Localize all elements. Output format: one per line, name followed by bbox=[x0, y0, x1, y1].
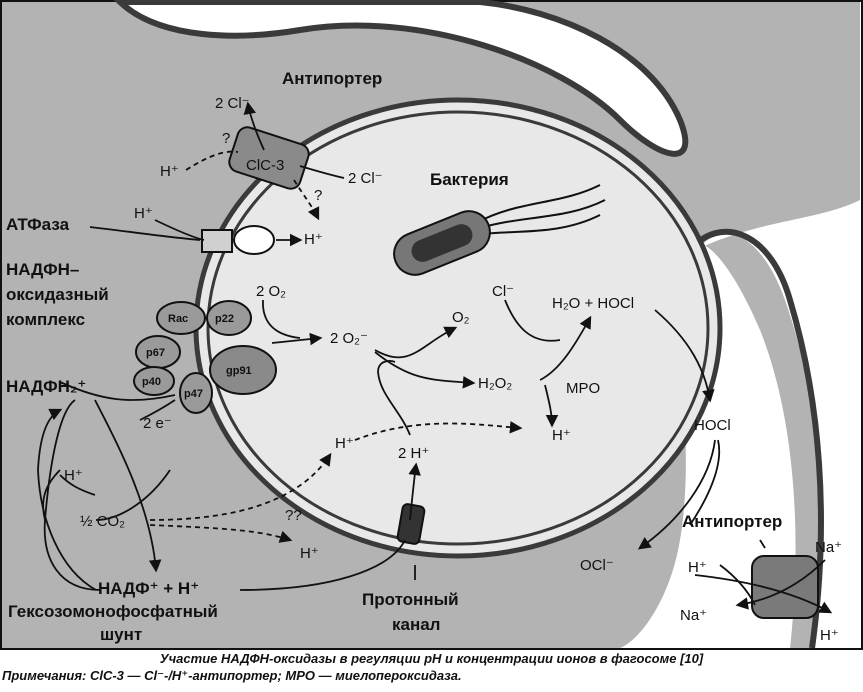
label-nadph-ox-2: оксидазный bbox=[6, 285, 109, 304]
label-nadp: НАДФ⁺ + H⁺ bbox=[98, 579, 199, 598]
label-nadph2: НАДФН₂⁺ bbox=[6, 377, 86, 396]
label-proton-channel-2: канал bbox=[392, 615, 441, 634]
label-hexose-1: Гексозомонофосфатный bbox=[8, 602, 218, 621]
phagosome-lumen bbox=[196, 100, 720, 556]
label-na-in: Na⁺ bbox=[815, 539, 842, 556]
label-h-out: H⁺ bbox=[820, 627, 839, 644]
label-nadph-ox-1: НАДФН– bbox=[6, 260, 79, 279]
label-p67: p67 bbox=[146, 347, 165, 359]
label-h-left: H⁺ bbox=[160, 163, 179, 180]
label-p40: p40 bbox=[142, 376, 161, 388]
figure-caption: Участие НАДФН-оксидазы в регуляции рН и … bbox=[159, 651, 704, 666]
label-antiporter-top: Антипортер bbox=[282, 69, 382, 88]
label-o2: O₂ bbox=[452, 309, 470, 326]
label-hexose-2: шунт bbox=[100, 625, 142, 644]
atpase-stalk bbox=[201, 229, 233, 253]
label-h-ocl: H⁺ bbox=[688, 559, 707, 576]
label-h2o2: H₂O₂ bbox=[478, 375, 512, 392]
label-co2: ½ CO₂ bbox=[80, 513, 125, 530]
label-h-cyto: H⁺ bbox=[64, 467, 83, 484]
label-atpase: АТФаза bbox=[6, 215, 70, 234]
label-h2o-hocl: H₂O + HOCl bbox=[552, 295, 634, 312]
label-gp91: gp91 bbox=[226, 365, 252, 377]
label-superoxide: 2 O₂⁻ bbox=[330, 330, 368, 347]
bacterium bbox=[393, 184, 606, 276]
label-h-channel-in: H⁺ bbox=[335, 435, 354, 452]
label-qq: ?? bbox=[285, 507, 302, 524]
label-na-out: Na⁺ bbox=[680, 607, 707, 624]
label-h-mpo: H⁺ bbox=[552, 427, 571, 444]
label-hocl: HOCl bbox=[694, 417, 731, 434]
label-question-1: ? bbox=[222, 130, 230, 147]
extracellular-top bbox=[113, 0, 689, 157]
label-mpo: MPO bbox=[566, 380, 600, 397]
label-2cl-right: 2 Cl⁻ bbox=[348, 170, 383, 187]
label-ocl: OCl⁻ bbox=[580, 557, 614, 574]
label-question-2: ? bbox=[314, 187, 322, 204]
label-antiporter-br: Антипортер bbox=[682, 512, 782, 531]
label-h-atp-out: H⁺ bbox=[304, 231, 323, 248]
label-clc3: ClC-3 bbox=[246, 157, 284, 174]
phagosome-diagram: Антипортер 2 Cl⁻ ? H⁺ ClC-3 2 Cl⁻ ? Бакт… bbox=[0, 0, 863, 650]
label-proton-channel-1: Протонный bbox=[362, 590, 459, 609]
figure-note: Примечания: ClC-3 — Cl⁻-/H⁺-антипортер; … bbox=[2, 668, 462, 683]
label-h-atp-in: H⁺ bbox=[134, 205, 153, 222]
proton-channel bbox=[396, 503, 426, 545]
nadph-oxidase-complex bbox=[133, 300, 277, 414]
cell-membrane-right bbox=[687, 228, 824, 649]
phagosome-membrane-inner bbox=[206, 110, 710, 546]
label-2e: 2 e⁻ bbox=[143, 415, 172, 432]
label-h-cyto2: H⁺ bbox=[300, 545, 319, 562]
reaction-arrows bbox=[37, 101, 833, 614]
label-cl-mid: Cl⁻ bbox=[492, 283, 514, 300]
label-bacteria: Бактерия bbox=[430, 170, 509, 189]
label-p22: p22 bbox=[215, 313, 234, 325]
label-rac: Rac bbox=[168, 313, 188, 325]
atpase-head bbox=[233, 225, 275, 255]
extracellular-right bbox=[700, 200, 860, 648]
label-2h: 2 H⁺ bbox=[398, 445, 429, 462]
label-2o2: 2 O₂ bbox=[256, 283, 286, 300]
na-h-antiporter bbox=[751, 555, 819, 619]
label-p47: p47 bbox=[184, 388, 203, 400]
label-nadph-ox-3: комплекс bbox=[6, 310, 85, 329]
label-2cl-top: 2 Cl⁻ bbox=[215, 95, 250, 112]
clc3-antiporter bbox=[228, 126, 310, 190]
